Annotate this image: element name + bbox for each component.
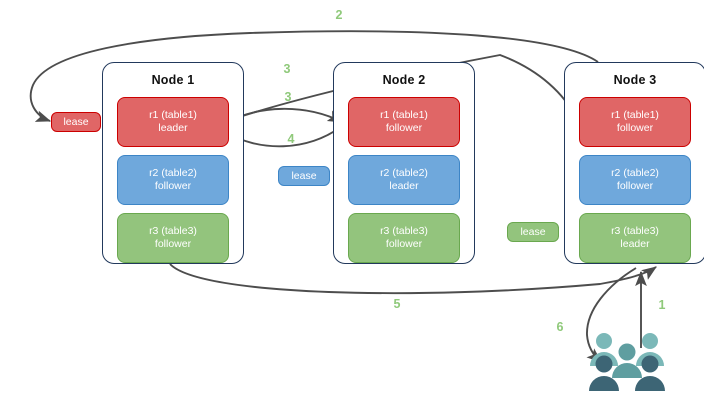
step-label-3b: 3 [284, 90, 292, 104]
edge-2-lease-transfer [29, 30, 599, 122]
replica-role: leader [620, 238, 650, 250]
lease-badge-r1[interactable]: lease [51, 112, 101, 132]
node-3-replica-r3[interactable]: r3 (table3) leader [579, 213, 691, 263]
replica-name: r2 (table2) [380, 167, 428, 180]
node-3-replica-r1[interactable]: r1 (table1) follower [579, 97, 691, 147]
replica-name: r1 (table1) [149, 109, 197, 122]
node-2-replica-r3[interactable]: r3 (table3) follower [348, 213, 460, 263]
replica-role: follower [616, 180, 654, 192]
step-label-1: 1 [658, 298, 666, 312]
step-label-6: 6 [556, 320, 564, 334]
node-3-container[interactable]: Node 3 r1 (table1) follower r2 (table2) … [564, 62, 704, 264]
replica-name: r3 (table3) [149, 225, 197, 238]
lease-badge-r3[interactable]: lease [507, 222, 559, 242]
replica-role: leader [389, 180, 419, 192]
replica-role: follower [616, 122, 654, 134]
replica-role: leader [158, 122, 188, 134]
node-2-container[interactable]: Node 2 r1 (table1) follower r2 (table2) … [333, 62, 475, 264]
step-label-2: 2 [335, 8, 343, 22]
node-1-replica-r1[interactable]: r1 (table1) leader [117, 97, 229, 147]
replica-role: follower [385, 238, 423, 250]
step-label-3a: 3 [283, 62, 291, 76]
edge-3-node1-to-node3 [220, 54, 577, 124]
step-label-5: 5 [393, 297, 401, 311]
replica-role: follower [154, 180, 192, 192]
node-1-replica-r3[interactable]: r3 (table3) follower [117, 213, 229, 263]
edge-5-node1-to-node3 [169, 263, 657, 295]
node-1-replica-r2[interactable]: r2 (table2) follower [117, 155, 229, 205]
node-2-replica-r2[interactable]: r2 (table2) leader [348, 155, 460, 205]
replica-role: follower [385, 122, 423, 134]
node-2-title: Node 2 [382, 73, 426, 87]
node-3-replica-r2[interactable]: r2 (table2) follower [579, 155, 691, 205]
node-1-container[interactable]: Node 1 r1 (table1) leader r2 (table2) fo… [102, 62, 244, 264]
replica-name: r1 (table1) [611, 109, 659, 122]
lease-badge-r2[interactable]: lease [278, 166, 330, 186]
replica-role: follower [154, 238, 192, 250]
replica-name: r2 (table2) [149, 167, 197, 180]
step-label-4: 4 [287, 132, 295, 146]
replica-name: r3 (table3) [611, 225, 659, 238]
edge-6-node3-to-client [586, 267, 637, 363]
node-3-title: Node 3 [613, 73, 657, 87]
replica-name: r1 (table1) [380, 109, 428, 122]
node-2-replica-r1[interactable]: r1 (table1) follower [348, 97, 460, 147]
users-group-icon [589, 333, 665, 391]
node-1-title: Node 1 [151, 73, 195, 87]
replica-name: r2 (table2) [611, 167, 659, 180]
replica-name: r3 (table3) [380, 225, 428, 238]
